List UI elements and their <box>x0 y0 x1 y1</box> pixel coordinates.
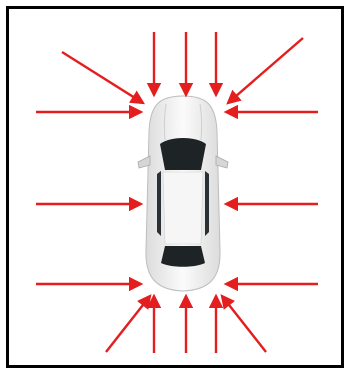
car <box>138 96 228 291</box>
roof <box>163 172 203 244</box>
rear-window <box>161 246 205 267</box>
arrow-bottom-left-diagonal <box>106 296 150 352</box>
arrow-top-right-diagonal <box>228 38 303 103</box>
windshield <box>160 138 206 170</box>
right-side-window <box>205 171 209 236</box>
arrow-bottom-right-diagonal <box>222 296 266 352</box>
arrow-top-left-diagonal <box>62 52 143 103</box>
left-side-window <box>157 171 161 236</box>
